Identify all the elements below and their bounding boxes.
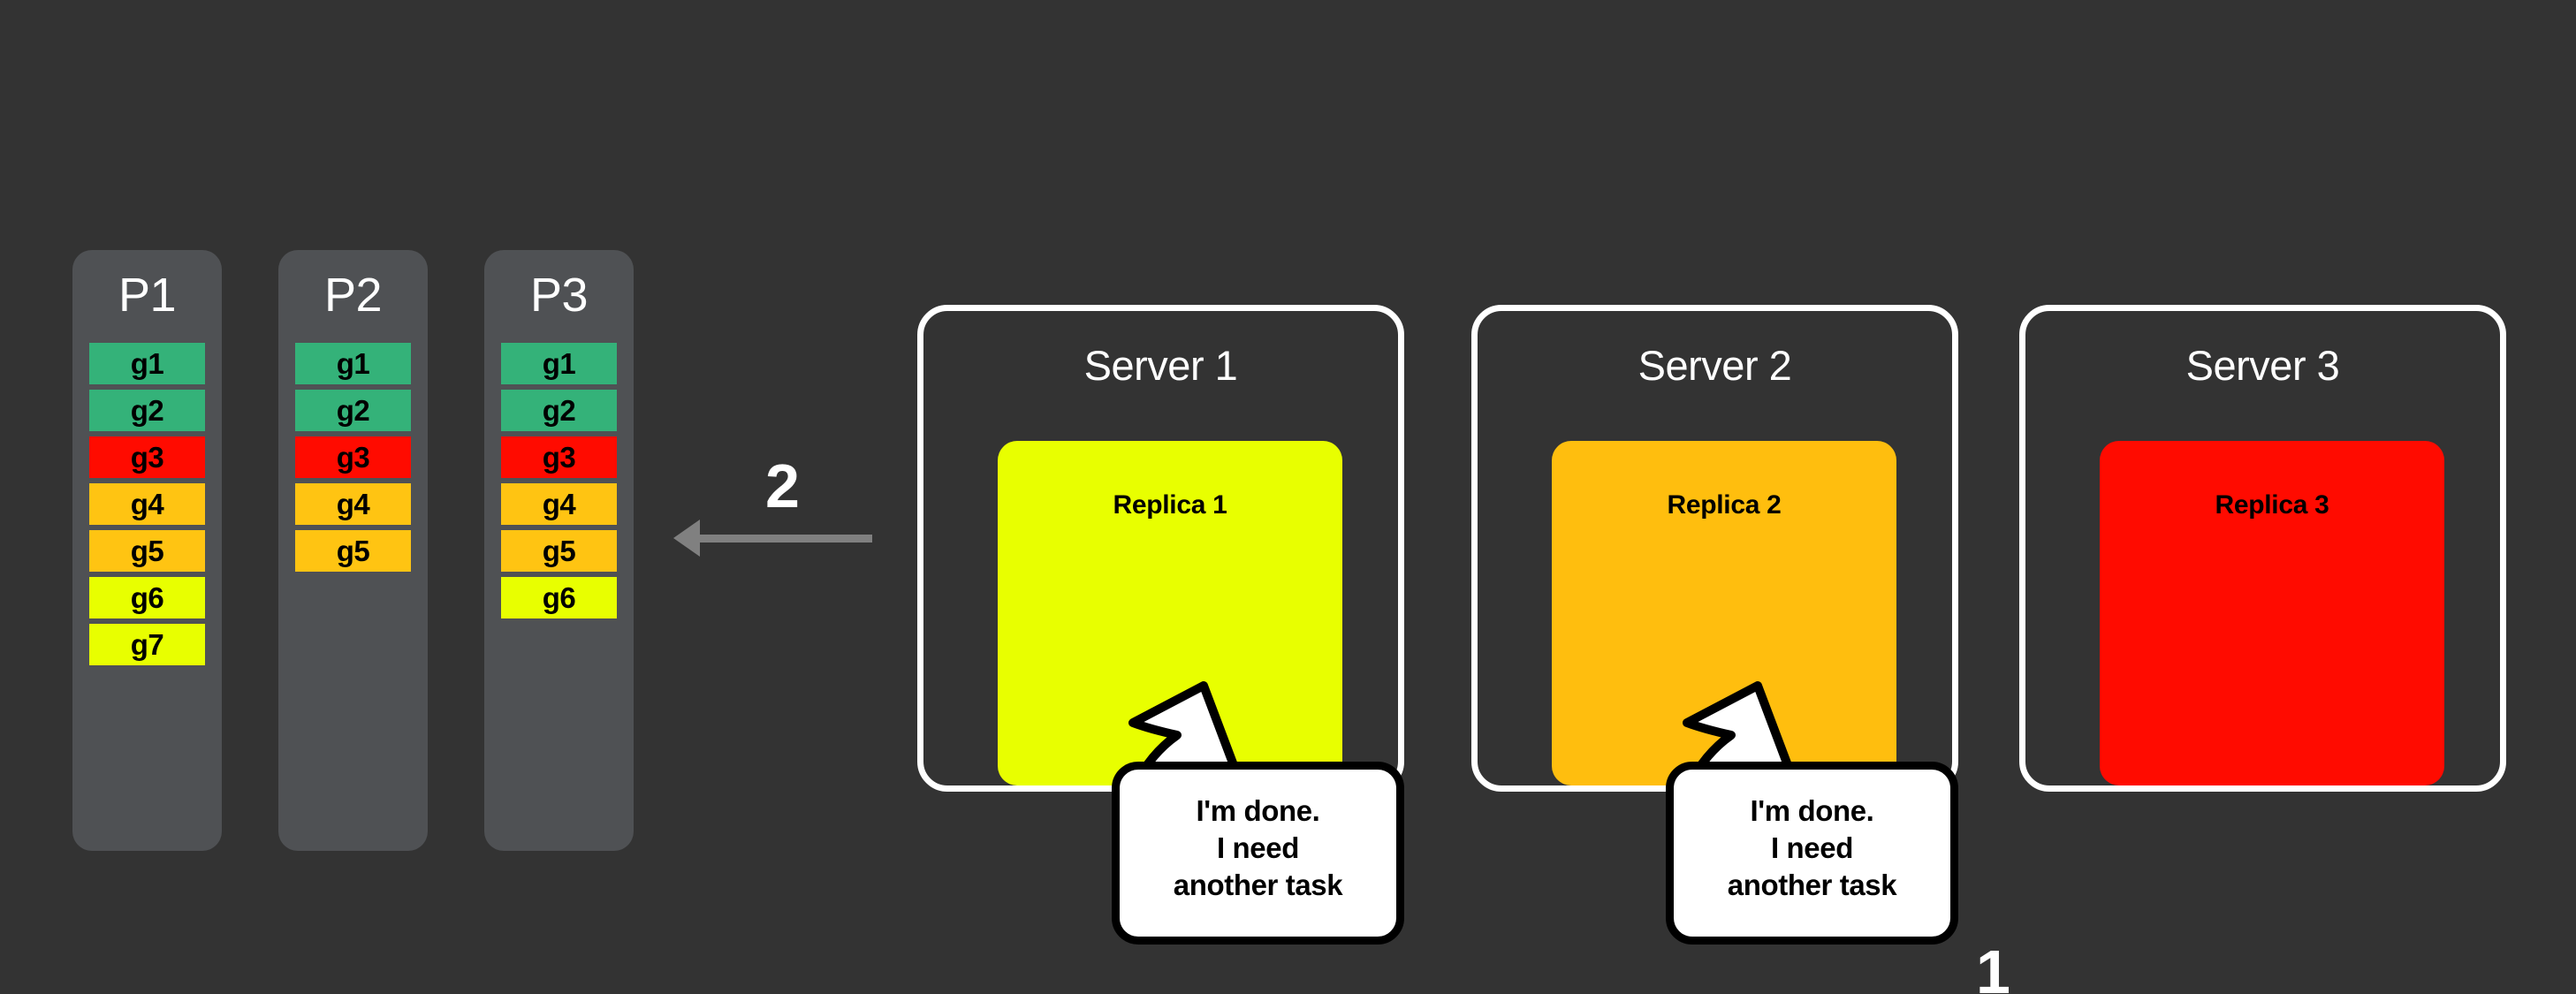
task-label: g2 xyxy=(130,393,164,427)
task-block[interactable]: g7 xyxy=(89,624,205,665)
task-label: g6 xyxy=(130,580,164,614)
task-block[interactable]: g4 xyxy=(501,483,617,525)
queue-column-p3: P3 g1 g2 g3 g4 g5 g6 xyxy=(484,250,634,851)
task-block[interactable]: g2 xyxy=(501,390,617,431)
task-block[interactable]: g4 xyxy=(295,483,411,525)
task-block[interactable]: g5 xyxy=(89,530,205,572)
server-box-1: Server 1 Replica 1 xyxy=(917,305,1404,792)
task-label: g7 xyxy=(130,627,164,661)
queue-column-p1: P1 g1 g2 g3 g4 g5 g6 g7 xyxy=(72,250,222,851)
step-label-2: 2 xyxy=(765,451,800,520)
replica-box-3[interactable]: Replica 3 xyxy=(2100,441,2444,785)
task-block[interactable]: g1 xyxy=(89,343,205,384)
task-block[interactable]: g2 xyxy=(295,390,411,431)
task-block[interactable]: g2 xyxy=(89,390,205,431)
server-title-3: Server 3 xyxy=(2185,342,2340,389)
task-label: g4 xyxy=(542,487,576,520)
task-label: g3 xyxy=(542,440,576,474)
task-block[interactable]: g6 xyxy=(501,577,617,618)
replica-label-3: Replica 3 xyxy=(2215,490,2329,520)
arrow-head-left-icon xyxy=(673,520,700,557)
server-box-3: Server 3 Replica 3 xyxy=(2019,305,2506,792)
task-label: g6 xyxy=(542,580,576,614)
speech-bubble-text-1: I'm done. I need another task xyxy=(1120,793,1396,905)
task-block[interactable]: g4 xyxy=(89,483,205,525)
task-block[interactable]: g5 xyxy=(295,530,411,572)
arrow-shaft xyxy=(698,535,872,543)
task-block[interactable]: g3 xyxy=(89,436,205,478)
bubble-line: I need xyxy=(1771,831,1853,865)
task-block[interactable]: g1 xyxy=(295,343,411,384)
task-label: g1 xyxy=(336,346,370,380)
task-block[interactable]: g3 xyxy=(295,436,411,478)
replica-label-1: Replica 1 xyxy=(1113,490,1227,520)
task-label: g4 xyxy=(130,487,164,520)
task-block[interactable]: g3 xyxy=(501,436,617,478)
queue-task-list-p2: g1 g2 g3 g4 g5 xyxy=(295,343,411,577)
speech-bubble-2: I'm done. I need another task xyxy=(1666,762,1958,945)
bubble-line: I'm done. xyxy=(1196,794,1320,827)
task-request-arrow xyxy=(673,520,872,557)
bubble-line: another task xyxy=(1173,869,1343,902)
queue-column-p2: P2 g1 g2 g3 g4 g5 xyxy=(278,250,428,851)
queue-title-p1: P1 xyxy=(118,269,177,322)
task-label: g3 xyxy=(130,440,164,474)
replica-label-2: Replica 2 xyxy=(1667,490,1782,520)
speech-bubble-1: I'm done. I need another task xyxy=(1112,762,1404,945)
step-label-1: 1 xyxy=(1976,937,2010,994)
task-label: g5 xyxy=(130,534,164,567)
queue-title-p3: P3 xyxy=(529,269,589,322)
task-label: g1 xyxy=(542,346,576,380)
queue-task-list-p1: g1 g2 g3 g4 g5 g6 g7 xyxy=(89,343,205,671)
task-label: g4 xyxy=(336,487,370,520)
task-label: g1 xyxy=(130,346,164,380)
task-block[interactable]: g1 xyxy=(501,343,617,384)
speech-bubble-text-2: I'm done. I need another task xyxy=(1674,793,1950,905)
bubble-line: another task xyxy=(1727,869,1897,902)
queue-task-list-p3: g1 g2 g3 g4 g5 g6 xyxy=(501,343,617,624)
task-block[interactable]: g6 xyxy=(89,577,205,618)
bubble-line: I need xyxy=(1217,831,1299,865)
task-block[interactable]: g5 xyxy=(501,530,617,572)
task-label: g5 xyxy=(336,534,370,567)
bubble-line: I'm done. xyxy=(1750,794,1874,827)
queue-title-p2: P2 xyxy=(323,269,383,322)
server-title-2: Server 2 xyxy=(1638,342,1792,389)
server-title-1: Server 1 xyxy=(1083,342,1238,389)
task-label: g2 xyxy=(336,393,370,427)
task-label: g3 xyxy=(336,440,370,474)
task-label: g2 xyxy=(542,393,576,427)
task-label: g5 xyxy=(542,534,576,567)
